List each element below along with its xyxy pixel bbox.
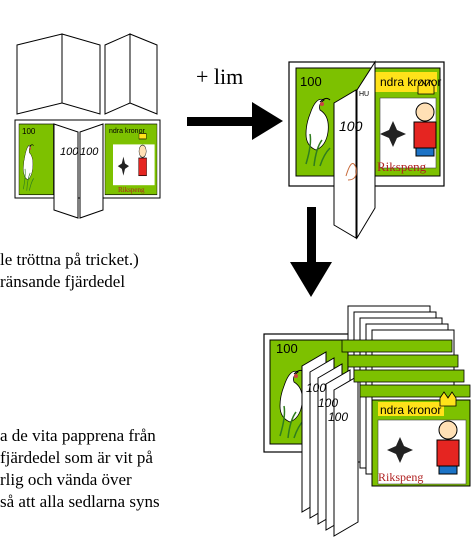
text-line-1: le tröttna på tricket.) [0, 250, 139, 269]
glued-note-brand: Rikspeng [377, 159, 427, 174]
glued-flap-value: 100 [339, 118, 363, 134]
arrow-right-icon [187, 102, 283, 140]
text-line-5: rlig och vända över [0, 470, 132, 489]
glued-flap-strip: HU [359, 91, 369, 98]
glued-note [288, 60, 445, 240]
stack-note-value: 100 [276, 341, 298, 356]
stack-flap-value-3: 100 [328, 410, 348, 424]
glued-note-banner: ndra kronor [380, 75, 441, 89]
text-line-2: ränsande fjärdedel [0, 272, 126, 291]
glue-label: + lim [196, 64, 244, 89]
arrow-down-icon [290, 207, 332, 297]
small-piece-value-2: 100 [80, 146, 99, 158]
stack-note-banner: ndra kronor [380, 403, 441, 417]
stack-flap-value-1: 100 [306, 381, 326, 395]
stack-note-brand: Rikspeng [378, 470, 423, 484]
text-line-6: så att alla sedlarna syns [0, 492, 160, 511]
glued-note-value: 100 [300, 74, 322, 89]
note-stack [263, 305, 471, 537]
stack-flap-value-2: 100 [318, 396, 338, 410]
printed-note-pieces [14, 119, 161, 219]
blank-folded-paper [16, 33, 158, 115]
text-line-3: a de vita papprena från [0, 426, 156, 445]
small-note-banner-left: ndra kronor [109, 128, 145, 135]
small-note-value-left: 100 [22, 127, 36, 136]
text-line-4: fjärdedel som är vit på [0, 448, 153, 467]
small-piece-value-1: 100 [60, 146, 79, 158]
small-note-brand-left: Rikspeng [118, 186, 145, 194]
